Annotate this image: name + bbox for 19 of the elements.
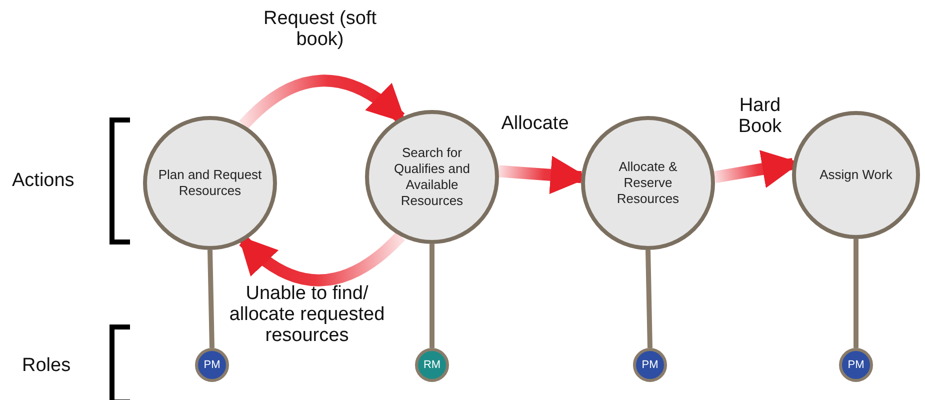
role-badge: PM bbox=[195, 348, 229, 382]
action-circle: Search for Qualifies and Available Resources bbox=[365, 110, 499, 244]
edge-label: Request (soft book) bbox=[262, 8, 378, 50]
action-circle: Plan and Request Resources bbox=[143, 116, 277, 250]
edge-label: Allocate bbox=[500, 113, 570, 134]
connector-line bbox=[208, 250, 214, 348]
edge-label: Hard Book bbox=[737, 95, 783, 137]
row-label: Roles bbox=[22, 355, 71, 377]
arrow bbox=[238, 232, 405, 286]
row-label: Actions bbox=[12, 170, 74, 192]
action-circle: Allocate & Reserve Resources bbox=[581, 116, 715, 250]
arrow bbox=[239, 74, 406, 130]
connector-line bbox=[854, 239, 858, 348]
role-badge: PM bbox=[839, 348, 873, 382]
role-badge: RM bbox=[415, 348, 449, 382]
action-circle: Assign Work bbox=[792, 111, 920, 239]
edge-label: Unable to find/ allocate requested resources bbox=[228, 283, 386, 346]
connector-line bbox=[646, 250, 652, 348]
role-badge: PM bbox=[633, 348, 667, 382]
